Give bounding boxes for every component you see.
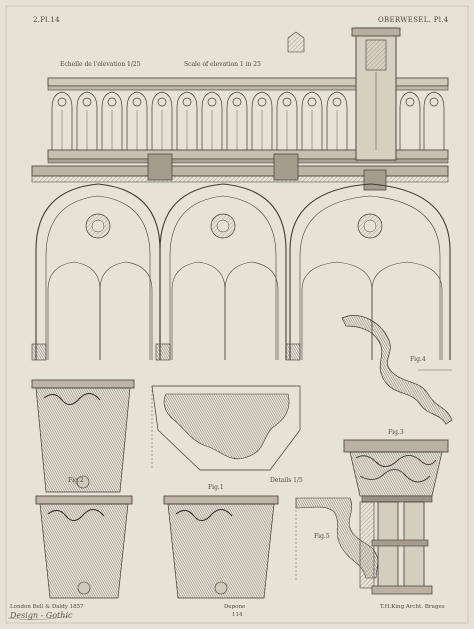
sub-lancet [99,261,153,360]
quatrefoil-eye [91,219,105,233]
fig2-bracket-abacus [31,379,135,389]
sub-lancet [47,261,101,360]
column-corbel [31,343,47,361]
lower-arcade [31,183,451,361]
fig2-bracket-foliage [43,393,101,405]
fig3-left-bracket-foliage [47,509,105,521]
upper-lancet [151,91,173,150]
fig5-label: Fig.5 [314,533,330,540]
upper-trefoil [232,97,242,107]
lower-arch [159,183,287,360]
fig1-label: Fig.1 [208,484,224,491]
fig3-center-bracket-abacus [163,495,279,505]
upper-trefoil [57,97,67,107]
upper-trefoil [257,97,267,107]
fig5-profile [295,497,379,580]
upper-trefoil [107,97,117,107]
fig3-label: Fig.3 [388,429,404,436]
upper-lancet [101,91,123,150]
upper-lancet [251,91,273,150]
upper-trefoil [332,97,342,107]
upper-lancet [399,91,421,150]
fig3-center-bracket-body [167,503,275,599]
scale-french: Echelle de l'elevation 1/25 [60,61,141,68]
upper-lancet [301,91,323,150]
upper-lancet [276,91,298,150]
author-credit: T.H.King Archt. Bruges [380,604,445,610]
fig4-profile [341,315,453,425]
upper-lancet [126,91,148,150]
sub-lancet [371,261,443,360]
upper-trefoil [207,97,217,107]
handwritten-inscription: Design - Gothic [10,611,73,620]
scale-english: Scale of elevation 1 in 25 [184,61,261,68]
sub-lancet [171,261,226,360]
lower-arch-inner [299,195,441,360]
fig4-label: Fig.4 [410,356,426,363]
upper-trefoil [429,97,439,107]
lower-arch-inner [45,195,151,360]
fig3-center-bracket-foliage [175,509,233,521]
fig3-left-bracket-body [39,503,129,599]
depone-label: Depone [224,604,246,610]
mid-band [31,153,449,191]
fig3-center-bracket-mask [214,581,228,595]
upper-trefoil [182,97,192,107]
upper-trefoil [405,97,415,107]
lower-arch-inner [169,195,277,360]
fig3-left-bracket-mask [77,581,91,595]
upper-trefoil [157,97,167,107]
publisher-credit: London Bell & Daldy 1857 [10,604,84,610]
quatrefoil-eye [363,219,377,233]
plate-location: OBERWESEL. Pl.4 [378,16,449,24]
details-scale: Details 1/5 [270,477,303,484]
inscription-stroke [7,615,69,620]
fig3-left-bracket-abacus [35,495,133,505]
upper-lancet [176,91,198,150]
lower-arch [289,183,451,360]
upper-lancet [76,91,98,150]
upper-trefoil [82,97,92,107]
plate-border [5,5,469,624]
upper-gallery [47,27,449,164]
fig2-label: Fig.2 [68,477,84,484]
lower-arch [35,183,161,360]
upper-trefoil [282,97,292,107]
capital-and-columns [343,439,449,595]
column-corbel [285,343,301,361]
column-corbel [155,343,171,361]
sub-lancet [224,261,279,360]
fig2-bracket-body [35,387,131,493]
upper-lancet [201,91,223,150]
upper-lancet [423,91,445,150]
upper-trefoil [132,97,142,107]
quatrefoil-eye [216,219,230,233]
upper-trefoil [307,97,317,107]
fig2-bracket-mask [76,475,90,489]
upper-lancet [326,91,348,150]
corbel-brackets [31,379,279,599]
upper-lancet [226,91,248,150]
fig1-section [151,385,301,471]
upper-lancet [51,91,73,150]
sub-lancet [301,261,373,360]
upper-arcade [51,91,445,150]
plate-count: 114 [232,612,243,618]
plate-number: 2.Pl.14 [33,16,60,24]
